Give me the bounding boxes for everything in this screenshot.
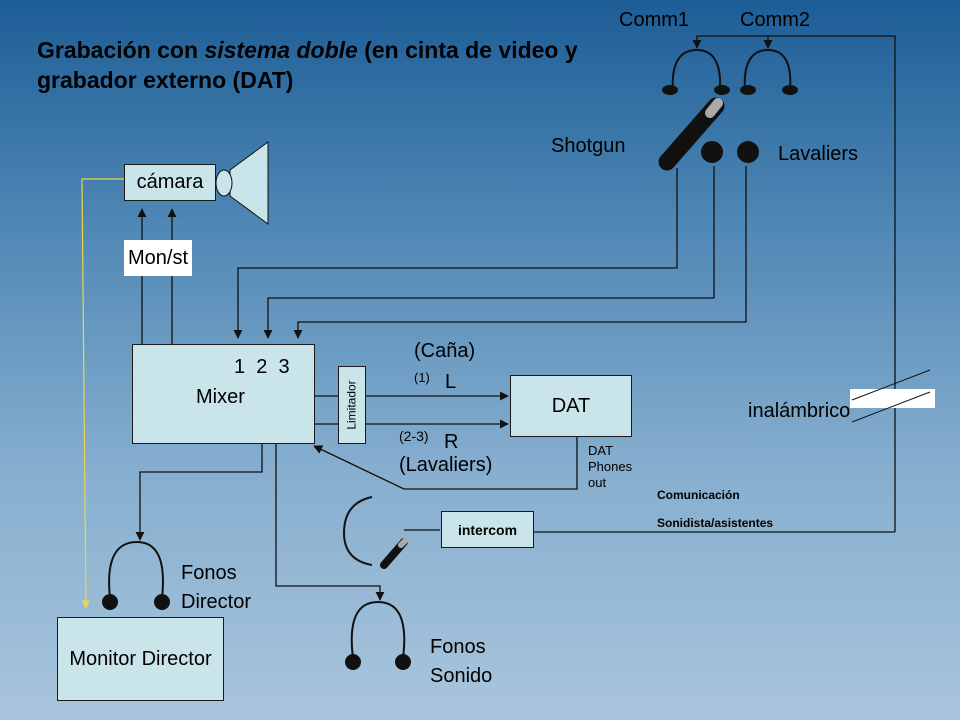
director-phones-line-1: Fonos xyxy=(181,562,237,584)
intercom-box: intercom xyxy=(441,511,534,548)
dat-phones-line-1: DAT xyxy=(588,443,614,458)
dat-box: DAT xyxy=(510,375,632,437)
sound-phones-line-2: Sonido xyxy=(430,665,493,687)
camera-label: cámara xyxy=(136,171,204,193)
limiter-box: Limitador xyxy=(338,366,366,444)
right-channel-label: R xyxy=(444,431,459,453)
comm-wiring xyxy=(692,35,896,532)
lavalier-2-icon xyxy=(737,141,759,163)
wireless-label: inalámbrico xyxy=(748,400,851,422)
dat-label: DAT xyxy=(551,394,591,417)
mixer-label: Mixer xyxy=(196,386,245,408)
cana-label: (Caña) xyxy=(414,340,476,362)
director-phones-line-2: Director xyxy=(181,591,252,613)
limiter-label: Limitador xyxy=(345,380,360,430)
lavaliers-label: Lavaliers xyxy=(778,143,859,165)
camera-lens-icon xyxy=(215,141,269,225)
sound-headphones-icon xyxy=(345,600,411,670)
channel-1-label: (1) xyxy=(414,370,430,385)
intercom-label: intercom xyxy=(457,521,518,538)
title-part-1: Grabación con xyxy=(37,37,205,63)
title-part-3: (en cinta de video y grabador externo (D… xyxy=(37,37,578,93)
director-headphones-icon xyxy=(102,540,170,610)
channel-2-3-label: (2-3) xyxy=(399,428,429,444)
director-phones-label: Fonos Director xyxy=(181,559,251,617)
mon-st-label: Mon/st xyxy=(124,240,192,276)
sound-phones-line-1: Fonos xyxy=(430,636,486,658)
sound-phones-cable xyxy=(275,443,385,601)
camera-box: cámara xyxy=(124,164,216,201)
wireless-link-icon xyxy=(850,369,935,423)
comm1-label: Comm1 xyxy=(619,9,690,31)
shotgun-microphone-icon xyxy=(658,97,725,171)
dat-phones-line-2: Phones xyxy=(588,459,633,474)
director-phones-cable xyxy=(135,443,263,541)
dat-return-cable xyxy=(313,437,578,490)
mon-st-text: Mon/st xyxy=(127,247,189,269)
diagram-title: Grabación con sistema doble (en cinta de… xyxy=(37,35,597,95)
left-channel-label: L xyxy=(445,371,457,393)
dat-phones-out-label: DAT Phones out xyxy=(588,443,632,491)
comm2-label: Comm2 xyxy=(740,9,811,31)
mixer-channels: 1 2 3 xyxy=(234,356,290,378)
mixer-camera-cables xyxy=(137,208,177,344)
dat-phones-line-3: out xyxy=(588,475,607,490)
title-part-2: sistema doble xyxy=(204,37,358,63)
communication-label: Comunicación xyxy=(657,488,740,502)
director-monitor-label: Monitor Director xyxy=(69,647,212,670)
video-cable xyxy=(81,178,124,609)
mic-cables xyxy=(233,166,747,339)
mixer-box: 1 2 3 Mixer xyxy=(132,344,315,444)
lavaliers-channel-label: (Lavaliers) xyxy=(399,454,493,476)
comm2-headphones-icon xyxy=(740,48,798,95)
shotgun-label: Shotgun xyxy=(551,135,626,157)
lavalier-1-icon xyxy=(701,141,723,163)
intercom-headset-icon xyxy=(342,496,440,569)
director-monitor-box: Monitor Director xyxy=(57,617,224,701)
comm1-headphones-icon xyxy=(662,48,730,95)
sound-assistants-label: Sonidista/asistentes xyxy=(657,516,774,530)
sound-phones-label: Fonos Sonido xyxy=(430,633,492,691)
